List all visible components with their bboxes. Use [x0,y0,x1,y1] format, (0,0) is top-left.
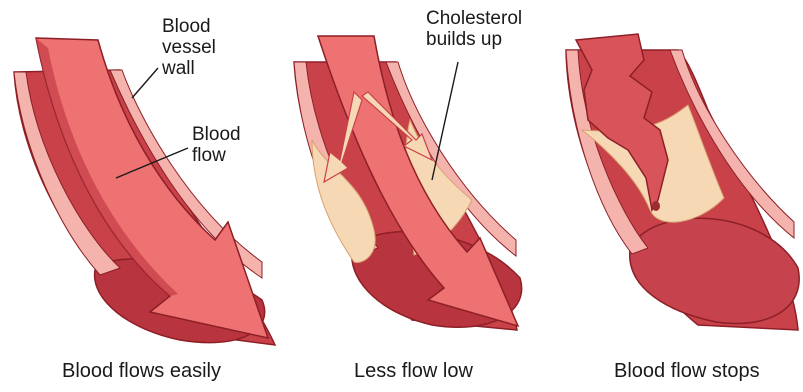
caption-blood-flows-easily: Blood flows easily [62,360,221,383]
vessel-opening [630,218,799,323]
caption-blood-flow-stops: Blood flow stops [614,360,760,383]
panel-less-flow: Cholesterol builds up Less flow low [282,0,544,392]
vessel-wall-leader-line [132,68,158,98]
artery-clear-illustration [0,0,280,392]
artery-blocked-illustration [548,0,803,392]
label-blood-flow: Blood flow [192,124,241,166]
artery-narrowing-illustration [282,0,544,392]
panel-blood-flow-stops: Blood flow stops [548,0,803,392]
label-blood-vessel-wall: Blood vessel wall [162,16,216,79]
clot-drop [652,201,660,211]
label-cholesterol-builds-up: Cholesterol builds up [426,8,522,50]
panel-blood-flows-easily: Blood vessel wall Blood flow Blood flows… [0,0,280,392]
caption-less-flow-low: Less flow low [354,360,473,383]
